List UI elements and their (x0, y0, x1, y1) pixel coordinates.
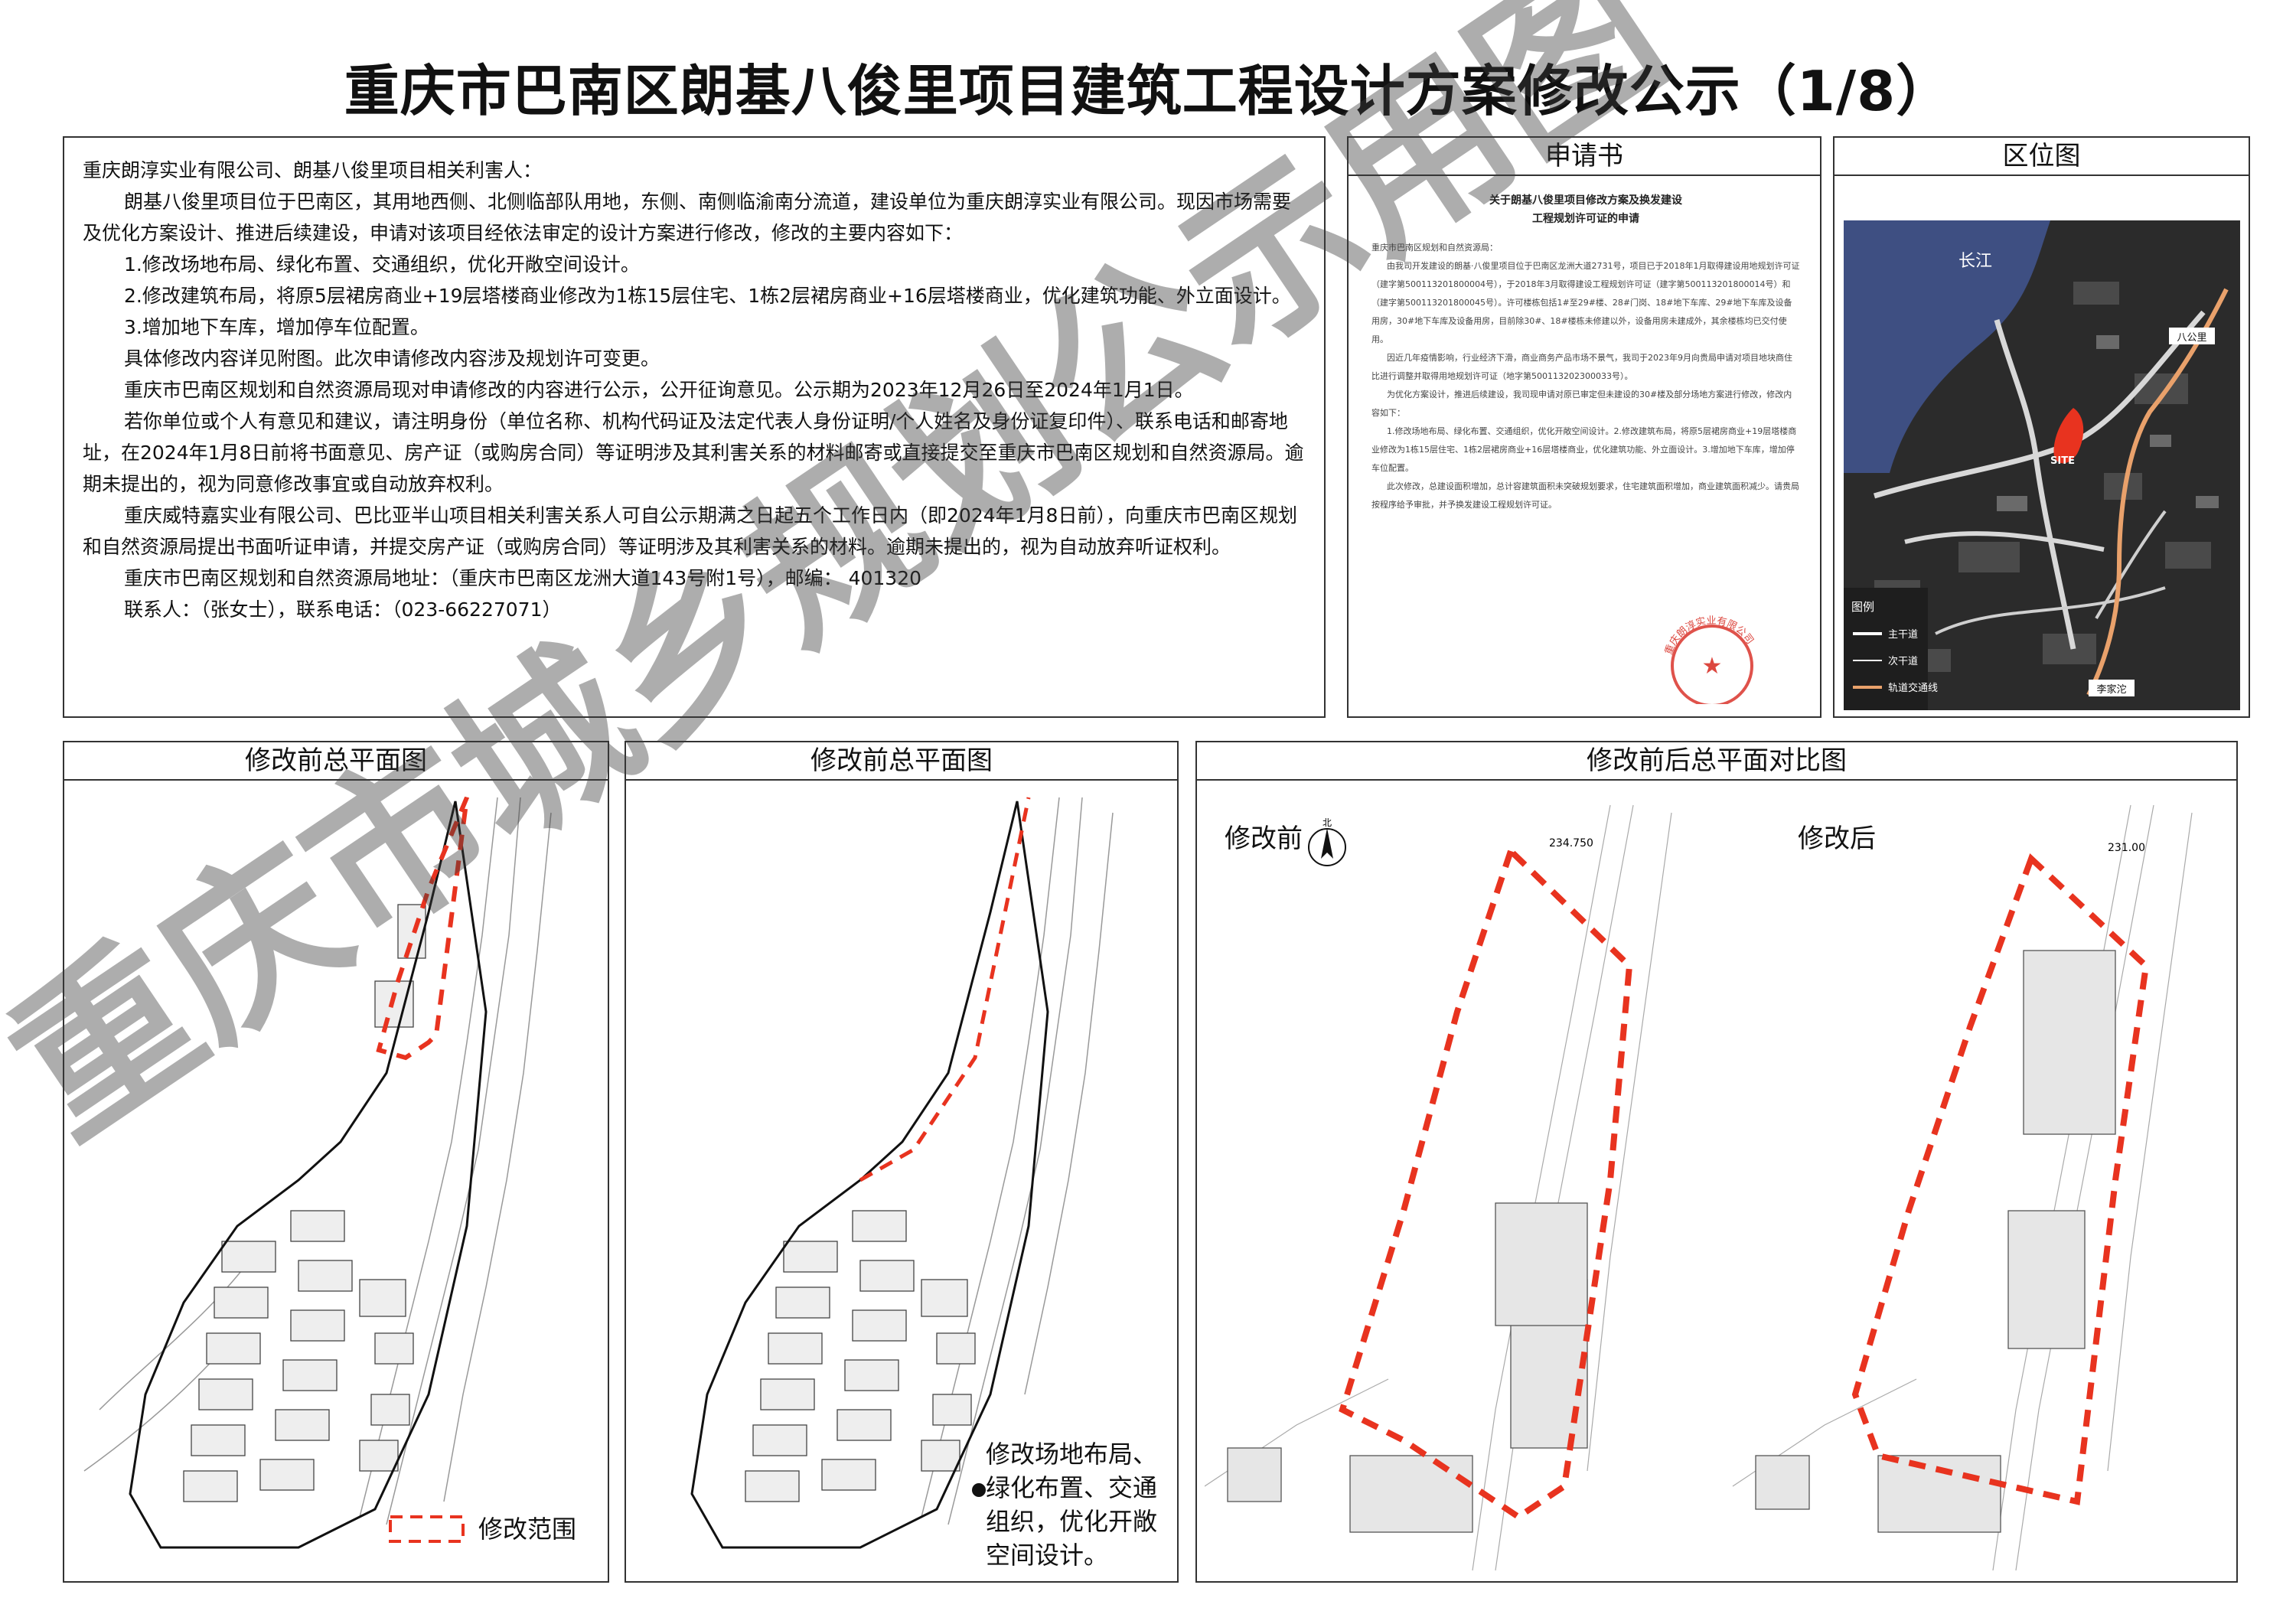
site-plan-before-title: 修改前总平面图 (64, 742, 608, 781)
site-plan-before-drawing: 修改范围 (83, 796, 576, 1549)
location-map: 长江 八公里 李家沱 SITE 图例 主干道 次干道 轨道交通线 (1844, 220, 2240, 710)
site-plan-after-drawing (690, 797, 1114, 1549)
river-label: 长江 (1958, 252, 1992, 271)
page-title: 重庆市巴南区朗基八俊里项目建筑工程设计方案修改公示（1/8） (344, 59, 1952, 123)
notice-address: 重庆市巴南区规划和自然资源局地址：（重庆市巴南区龙洲大道143号附1号），邮编：… (124, 567, 922, 589)
comparison-before: 234.750 (1205, 804, 1672, 1571)
application-document: 关于朗基八俊里项目修改方案及换发建设 工程规划许可证的申请 重庆市巴南区规划和自… (1371, 191, 1800, 704)
location-panel-title: 区位图 (1835, 138, 2249, 176)
application-body: 为优化方案设计，推进后续建设，我司现申请对原已审定但未建设的30#楼及部分场地方… (1371, 390, 1792, 418)
site-label: SITE (2050, 455, 2075, 467)
comparison-after: 231.00 (1732, 804, 2193, 1571)
station-label: 八公里 (2177, 332, 2206, 344)
legend-main-road: 主干道 (1888, 629, 1918, 641)
comparison-panel: 修改前后总平面对比图 修改前 修改后 北 234.750 (1195, 741, 2238, 1583)
application-body: 因近几年疫情影响，行业经济下滑，商业商务产品市场不景气，我司于2023年9月向贵… (1371, 353, 1792, 381)
before-label: 修改前 (1225, 823, 1303, 854)
legend-metro: 轨道交通线 (1888, 682, 1938, 694)
application-body: 1.修改场地布局、绿化布置、交通组织，优化开敞空间设计。2.修改建筑布局，将原5… (1371, 426, 1797, 473)
notice-greeting: 重庆朗淳实业有限公司、朗基八俊里项目相关利害人： (83, 159, 543, 181)
notice-paragraph: 朗基八俊里项目位于巴南区，其用地西侧、北侧临部队用地，东侧、南侧临渝南分流道，建… (83, 191, 1292, 244)
station-label: 李家沱 (2096, 683, 2126, 696)
notice-paragraph: 具体修改内容详见附图。此次申请修改内容涉及规划许可变更。 (124, 347, 660, 370)
legend-secondary-road: 次干道 (1888, 655, 1918, 667)
comparison-panel-title: 修改前后总平面对比图 (1197, 742, 2236, 781)
site-plan-before-panel: 修改前总平面图 修改范围 (63, 741, 609, 1583)
location-panel: 区位图 长江 八公里 李家沱 SITE (1833, 136, 2250, 718)
company-seal: 重庆朗淳实业有限公司 ★ (1662, 615, 1756, 704)
elevation-label: 234.750 (1549, 837, 1593, 850)
notice-contact: 联系人：（张女士），联系电话：（023-66227071） (124, 598, 562, 621)
application-doc-title: 关于朗基八俊里项目修改方案及换发建设 (1489, 194, 1682, 207)
application-body: 由我司开发建设的朗基·八俊里项目位于巴南区龙洲大道2731号，项目已于2018年… (1371, 261, 1800, 344)
north-arrow: 北 (1308, 817, 1346, 866)
notice-item-2: 2.修改建筑布局，将原5层裙房商业+19层塔楼商业修改为1栋15层住宅、1栋2层… (124, 285, 1291, 307)
north-label: 北 (1322, 817, 1332, 828)
legend-boundary-label: 修改范围 (478, 1515, 576, 1544)
application-panel: 申请书 关于朗基八俊里项目修改方案及换发建设 工程规划许可证的申请 重庆市巴南区… (1347, 136, 1821, 718)
notice-item-3: 3.增加地下车库，增加停车位配置。 (124, 316, 429, 338)
notice-paragraph: 若你单位或个人有意见和建议，请注明身份（单位名称、机构代码证及法定代表人身份证明… (83, 410, 1304, 495)
site-plan-after-title: 修改前总平面图 (626, 742, 1177, 781)
application-body: 此次修改，总建设面积增加，总计容建筑面积未突破规划要求，住宅建筑面积增加，商业建… (1371, 481, 1799, 510)
notice-item-1: 1.修改场地布局、绿化布置、交通组织，优化开敞空间设计。 (124, 253, 640, 276)
legend-boundary: 修改范围 (389, 1515, 576, 1544)
application-panel-title: 申请书 (1349, 138, 1820, 176)
after-label: 修改后 (1798, 823, 1876, 854)
application-doc-title: 工程规划许可证的申请 (1532, 213, 1639, 225)
site-plan-after-panel: 修改前总平面图 修改场地布局、绿化布置、交通组织，优化开敞空间设计。 (625, 741, 1179, 1583)
legend-title: 图例 (1851, 600, 1874, 614)
modification-note: 修改场地布局、绿化布置、交通组织，优化开敞空间设计。 (986, 1440, 1158, 1570)
comparison-drawing: 北 234.750 (1205, 804, 2193, 1571)
notice-text: 重庆朗淳实业有限公司、朗基八俊里项目相关利害人： 朗基八俊里项目位于巴南区，其用… (63, 136, 1326, 718)
svg-text:★: ★ (1702, 653, 1723, 680)
elevation-label: 231.00 (2108, 842, 2145, 854)
notice-paragraph: 重庆威特嘉实业有限公司、巴比亚半山项目相关利害关系人可自公示期满之日起五个工作日… (83, 504, 1297, 558)
application-addressee: 重庆市巴南区规划和自然资源局： (1371, 243, 1498, 253)
notice-paragraph: 重庆市巴南区规划和自然资源局现对申请修改的内容进行公示，公开征询意见。公示期为2… (124, 379, 1194, 401)
